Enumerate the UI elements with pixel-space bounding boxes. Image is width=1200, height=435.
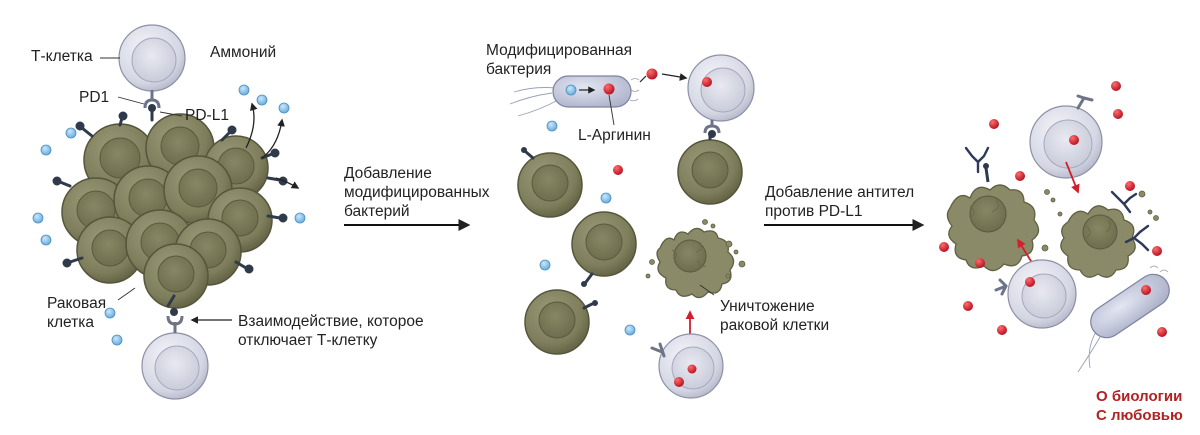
arginine-to-tcell-arrow <box>661 73 688 81</box>
destruction-pointer <box>699 284 715 296</box>
pdl1-label: PD-L1 <box>185 107 229 124</box>
step2-label: Добавление антител против PD-L1 <box>765 184 915 220</box>
t-cell-top <box>118 24 186 112</box>
arginine-label: L-Аргинин <box>578 127 651 144</box>
ammonium-molecules-panel2 <box>539 120 636 336</box>
arginine-molecule <box>646 68 658 80</box>
ammonium-label: Аммоний <box>210 44 277 61</box>
modified-bacterium <box>509 75 640 126</box>
t-cell-panel3-top <box>1029 94 1103 179</box>
cancer-cell <box>76 216 144 284</box>
cancer-cell-panel2 <box>524 289 598 355</box>
pd1-label: PD1 <box>79 89 110 106</box>
arginine-release-arrow <box>639 75 647 83</box>
interaction-label: Взаимодействие, которое отключает Т-клет… <box>238 313 424 349</box>
t-cell-panel2-bottom <box>650 333 724 399</box>
pointer-lines-panel1 <box>100 57 183 301</box>
cancer-cell-panel2 <box>571 211 637 287</box>
ammonium-molecules <box>32 84 306 346</box>
brand-line2: С любовью <box>1096 407 1183 424</box>
kill-arrow-panel3-top <box>1065 161 1080 194</box>
ammonium-arrows <box>245 102 300 189</box>
arginine-molecule <box>613 165 623 175</box>
destroyed-cancer-cell-panel3 <box>946 163 1040 272</box>
destroyed-cancer-cell <box>645 219 746 299</box>
arginine-molecules-panel3 <box>939 81 1167 337</box>
cancer-cell-label: Раковая клетка <box>47 295 107 331</box>
cancer-cell-panel2 <box>517 147 583 218</box>
destroyed-cancer-cell-panel3 <box>1060 205 1136 278</box>
cancer-cell-cluster <box>61 113 273 309</box>
t-cell-label: Т-клетка <box>31 48 93 65</box>
cancer-cell-panel2 <box>677 136 743 205</box>
t-cell-panel3-bottom <box>994 259 1077 329</box>
step1-label: Добавление модифицированных бактерий <box>344 165 490 220</box>
brand-line1: О биологии <box>1096 388 1183 405</box>
destruction-label: Уничтожение раковой клетки <box>720 298 830 334</box>
antibodies <box>964 146 1150 252</box>
cancer-cell <box>143 243 209 309</box>
t-cell-panel2-top <box>687 54 755 138</box>
bacterium-panel3 <box>1077 265 1170 373</box>
modified-bacterium-label: Модифицированная бактерия <box>486 42 633 78</box>
t-cell-bottom <box>141 308 209 400</box>
